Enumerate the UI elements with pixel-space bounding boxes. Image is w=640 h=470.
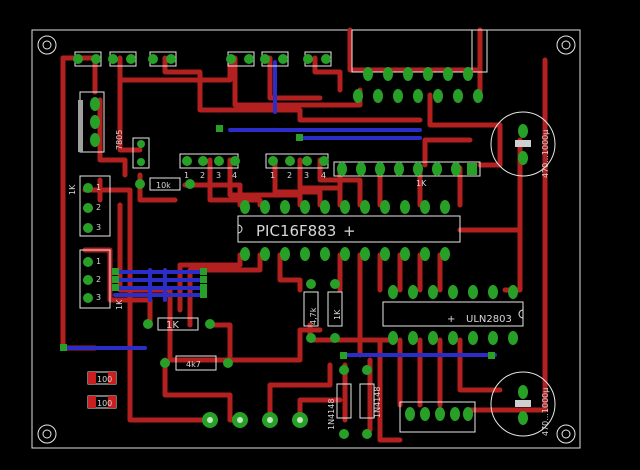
regulator-7805: 7805	[78, 91, 124, 153]
resistor-4k7: 4k7	[160, 355, 233, 371]
bottom-layer-traces	[63, 60, 497, 357]
label-d2: 1N4148	[373, 387, 382, 418]
hdr-b-1: 1	[270, 171, 275, 180]
conn1-pin-1: 1	[96, 183, 101, 192]
label-cap-top: 470...1000µ	[541, 130, 550, 178]
mounting-hole-br	[556, 424, 576, 444]
header-group-b: 1 2 3 4	[265, 153, 329, 180]
conn2-pin-1: 1	[96, 257, 101, 266]
connector-left-2: 1 2 3 1K	[79, 249, 124, 310]
mounting-hole-tl	[37, 35, 57, 55]
label-1k-left2: 1K	[115, 299, 124, 310]
pic-origin-mark: +	[343, 222, 356, 240]
resistor-1k-vertical: 1K	[327, 279, 343, 343]
label-d1: 1N4148	[327, 399, 336, 430]
label-cap-bottom: 470...1000µ	[541, 388, 550, 436]
resistor-4-7k-vertical: 4,7k	[303, 279, 319, 343]
label-1k-left: 1K	[68, 184, 77, 195]
connector-top-right	[351, 29, 488, 103]
label-smd-cap-1: 100	[97, 375, 112, 384]
resistor-network-1k: 1K	[333, 161, 481, 188]
resistor-1k-mid: 1K	[143, 317, 215, 331]
hdr-a-1: 1	[184, 171, 189, 180]
connector-bottom-right	[399, 401, 476, 433]
uln-pins-bottom	[388, 331, 518, 345]
small-cap-vertical	[132, 137, 150, 169]
label-1k-vertical: 1K	[333, 309, 342, 320]
diode-2: 1N4148	[359, 365, 382, 439]
conn1-pin-2: 2	[96, 203, 101, 212]
label-4-7k: 4,7k	[309, 307, 318, 325]
hdr-b-4: 4	[321, 171, 326, 180]
hdr-a-2: 2	[200, 171, 205, 180]
label-1k-network: 1K	[416, 179, 427, 188]
resistor-10k: 10k	[135, 177, 195, 191]
uln-pins-top	[388, 285, 518, 299]
ic-uln2803: ULN2803 +	[382, 285, 524, 345]
smd-cap-1: 100	[87, 371, 117, 385]
header-group-top	[73, 51, 332, 67]
hdr-b-2: 2	[287, 171, 292, 180]
header-group-a: 1 2 3 4	[179, 153, 240, 180]
smd-cap-2: 100	[87, 395, 117, 409]
uln-origin-mark: +	[447, 314, 455, 325]
hdr-a-3: 3	[216, 171, 221, 180]
label-4k7: 4k7	[186, 360, 201, 369]
vias	[60, 125, 495, 359]
mounting-hole-bl	[37, 424, 57, 444]
capacitor-bottom: 470...1000µ	[490, 371, 556, 437]
board-outline	[31, 29, 581, 449]
conn2-pin-2: 2	[96, 275, 101, 284]
label-uln2803: ULN2803	[466, 314, 512, 325]
label-7805: 7805	[115, 130, 124, 150]
label-pic16f883: PIC16F883	[256, 222, 336, 240]
conn2-pin-3: 3	[96, 293, 101, 302]
pic-pins-top	[240, 200, 450, 214]
output-pads-bottom	[202, 412, 308, 428]
connector-left-1: 1 2 3 1K	[68, 175, 111, 237]
hdr-a-4: 4	[232, 171, 237, 180]
ic-pic16f883: PIC16F883 +	[237, 200, 461, 261]
pic-pins-bottom	[240, 247, 450, 261]
label-smd-cap-2: 100	[97, 399, 112, 408]
hdr-b-3: 3	[304, 171, 309, 180]
conn1-pin-3: 3	[96, 223, 101, 232]
label-1k-mid: 1K	[166, 320, 179, 331]
mounting-hole-tr	[556, 35, 576, 55]
capacitor-top: 470...1000µ	[490, 111, 556, 178]
diode-1: 1N4148	[327, 365, 352, 439]
label-10k: 10k	[156, 181, 171, 190]
